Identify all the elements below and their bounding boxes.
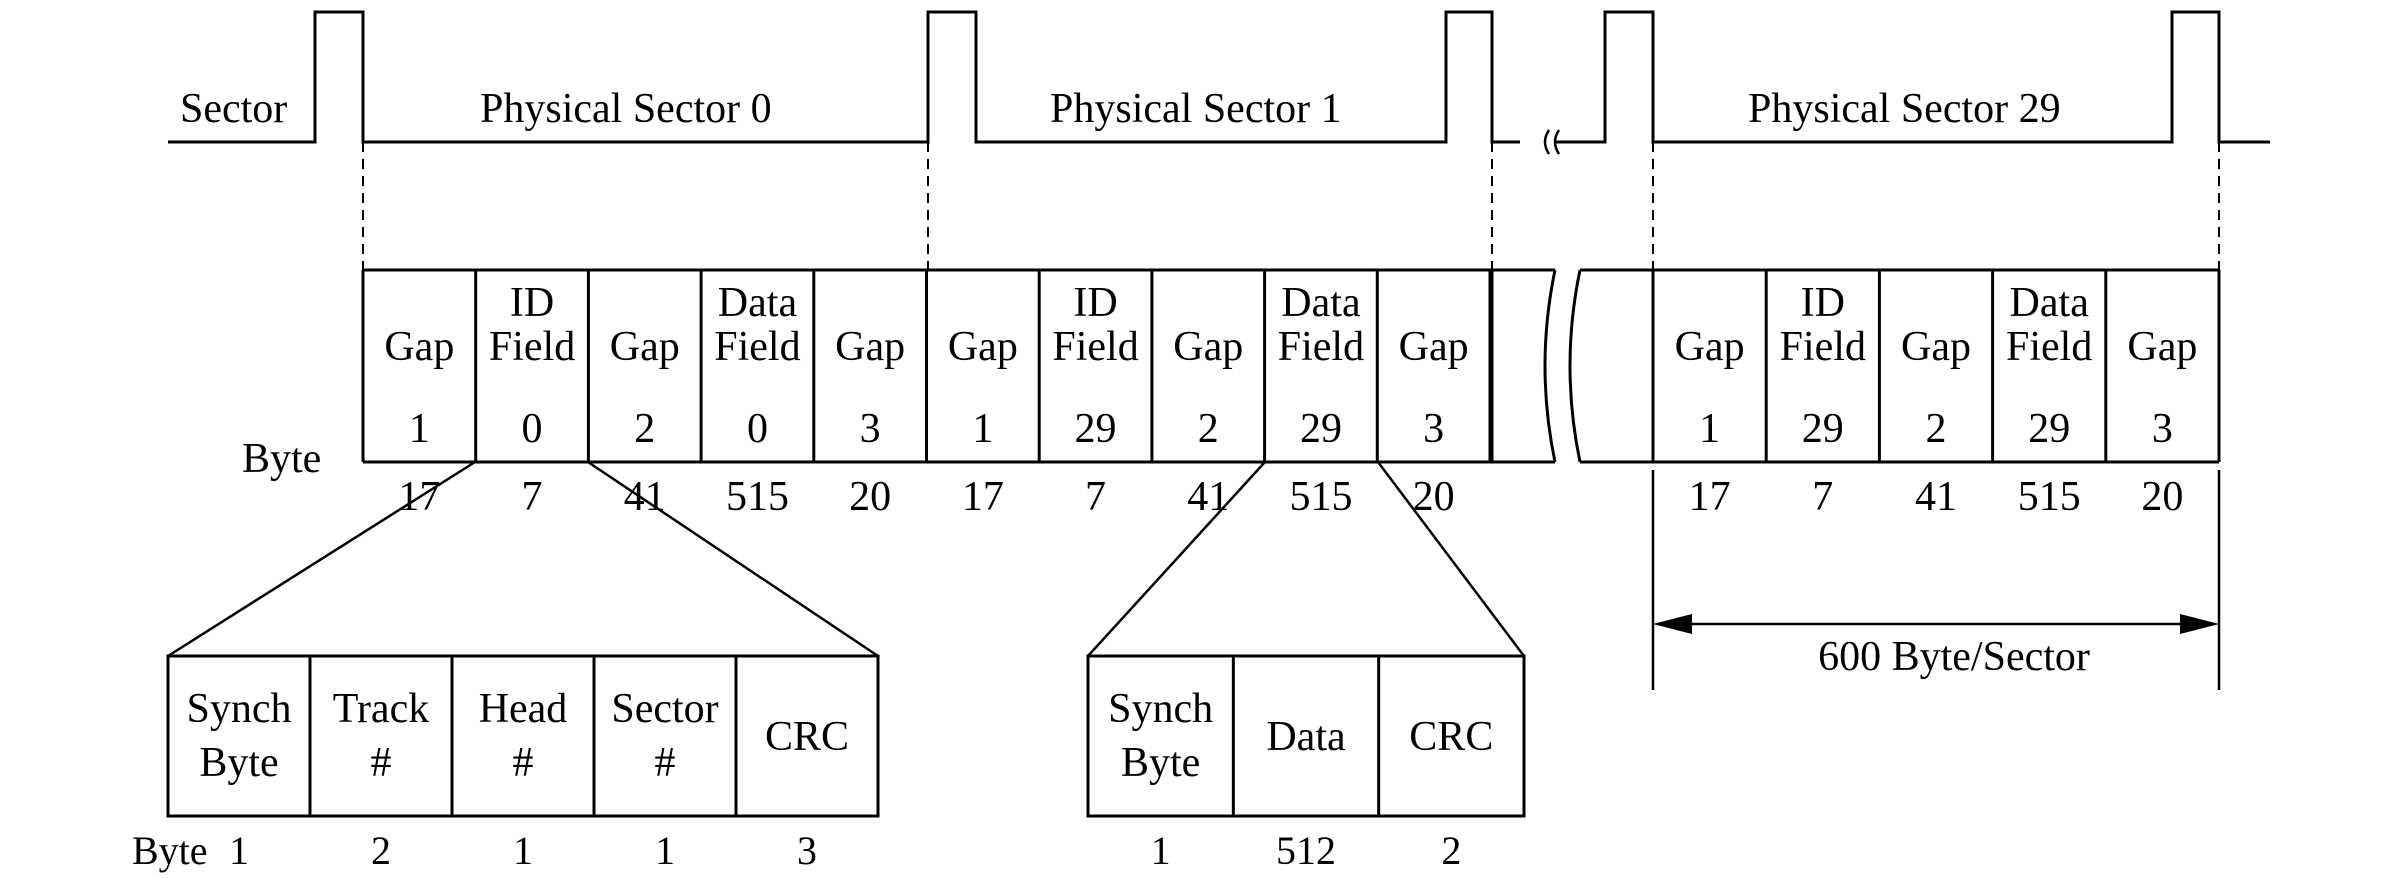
field-cell-text: Field [1780, 324, 1866, 370]
field-cell-text: ID [1801, 280, 1845, 326]
field-byte-count: 20 [2141, 474, 2183, 520]
track-strip-sector-29: Gap117IDField297Gap241DataField29515Gap3… [1568, 268, 2221, 520]
id-field-byte-prefix: Byte [132, 828, 208, 873]
field-byte-count: 41 [1915, 474, 1957, 520]
field-byte-count: 7 [1812, 474, 1833, 520]
field-cell-text: 3 [2152, 406, 2173, 452]
field-byte-count: 41 [624, 474, 666, 520]
field-cell-text: Field [1052, 324, 1138, 370]
detail-cell-text: Head [479, 686, 568, 732]
field-cell-text: ID [510, 280, 554, 326]
detail-byte-count: 2 [371, 828, 391, 873]
detail-cell-text: Synch [187, 686, 292, 732]
detail-byte-count: 1 [1151, 828, 1171, 873]
field-cell-text: 2 [1198, 406, 1219, 452]
field-cell-text: Gap [610, 324, 680, 370]
field-byte-count: 20 [1413, 474, 1455, 520]
physical-sector-29-label: Physical Sector 29 [1748, 86, 2061, 132]
detail-cell-text: CRC [1409, 714, 1493, 760]
field-cell-text: Gap [1901, 324, 1971, 370]
field-cell-text: 1 [409, 406, 430, 452]
field-byte-count: 17 [1689, 474, 1731, 520]
detail-cell-text: Track [333, 686, 429, 732]
physical-sector-1-label: Physical Sector 1 [1050, 86, 1342, 132]
dashed-guides [362, 142, 2220, 270]
field-cell-text: 3 [860, 406, 881, 452]
field-cell-text: Gap [1173, 324, 1243, 370]
field-cell-text: 1 [972, 406, 993, 452]
field-cell-text: Gap [835, 324, 905, 370]
field-cell-text: 3 [1423, 406, 1444, 452]
detail-byte-count: 2 [1441, 828, 1461, 873]
expansion-lines [167, 460, 1525, 658]
field-byte-count: 515 [2018, 474, 2081, 520]
physical-sector-0-label: Physical Sector 0 [480, 86, 772, 132]
sector-size-dimension [1651, 470, 2221, 690]
field-cell-text: 0 [522, 406, 543, 452]
field-byte-count: 515 [726, 474, 789, 520]
detail-cell-text: Synch [1108, 686, 1213, 732]
sector-label: Sector [180, 86, 287, 132]
field-cell-text: 29 [1075, 406, 1117, 452]
field-byte-count: 20 [849, 474, 891, 520]
detail-byte-count: 1 [513, 828, 533, 873]
field-cell-text: 2 [1926, 406, 1947, 452]
field-cell-text: Field [714, 324, 800, 370]
detail-cell-text: Data [1266, 714, 1346, 760]
field-byte-count: 41 [1187, 474, 1229, 520]
field-cell-text: Field [1278, 324, 1364, 370]
detail-byte-count: 1 [229, 828, 249, 873]
detail-cell-text: CRC [765, 714, 849, 760]
detail-cell-text: Byte [1121, 740, 1200, 786]
field-cell-text: 29 [1802, 406, 1844, 452]
detail-byte-count: 512 [1276, 828, 1336, 873]
detail-cell-text: # [655, 740, 676, 786]
byte-axis-label: Byte [242, 436, 321, 482]
field-cell-text: Data [718, 280, 798, 326]
field-cell-text: 1 [1699, 406, 1720, 452]
field-cell-text: 29 [2028, 406, 2070, 452]
field-cell-text: Gap [2127, 324, 2197, 370]
field-byte-count: 17 [962, 474, 1004, 520]
field-cell-text: 29 [1300, 406, 1342, 452]
sector-size-label: 600 Byte/Sector [1818, 634, 2090, 680]
field-cell-text: Gap [1675, 324, 1745, 370]
field-byte-count: 7 [1085, 474, 1106, 520]
field-cell-text: Gap [384, 324, 454, 370]
detail-byte-count: 1 [655, 828, 675, 873]
field-cell-text: Data [1281, 280, 1361, 326]
field-cell-text: 2 [634, 406, 655, 452]
field-cell-text: Gap [1399, 324, 1469, 370]
field-cell-text: Field [2006, 324, 2092, 370]
field-cell-text: Data [2010, 280, 2090, 326]
detail-cell-text: Sector [611, 686, 718, 732]
field-cell-text: Gap [948, 324, 1018, 370]
detail-byte-count: 3 [797, 828, 817, 873]
track-strip-sectors-0-1: Gap117IDField07Gap241DataField0515Gap320… [361, 268, 1557, 520]
field-cell-text: Field [489, 324, 575, 370]
detail-cell-text: # [513, 740, 534, 786]
field-cell-text: ID [1073, 280, 1117, 326]
field-byte-count: 515 [1289, 474, 1352, 520]
field-cell-text: 0 [747, 406, 768, 452]
field-byte-count: 7 [522, 474, 543, 520]
detail-cell-text: Byte [199, 740, 278, 786]
sector-pulse-waveform [168, 10, 2270, 155]
detail-cell-text: # [371, 740, 392, 786]
